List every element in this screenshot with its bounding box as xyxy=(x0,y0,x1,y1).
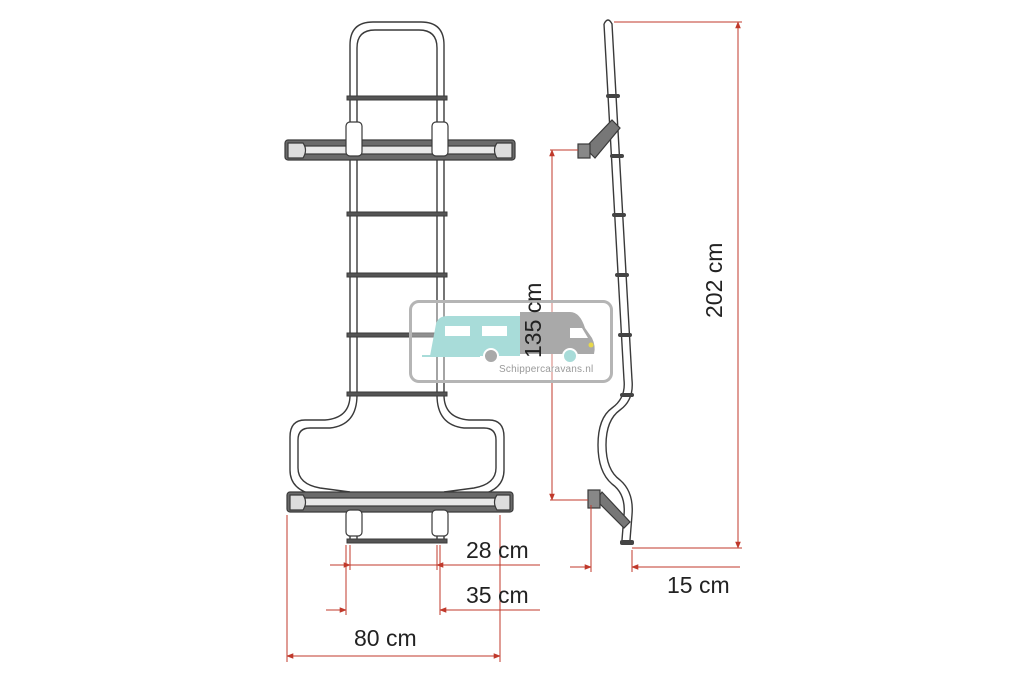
bottom-mounting-bracket xyxy=(286,491,514,537)
dim-label-28cm: 28 cm xyxy=(466,537,529,563)
dim-label-35cm: 35 cm xyxy=(466,582,529,608)
dimension-lines xyxy=(286,21,742,662)
top-mounting-bracket xyxy=(284,121,516,161)
side-lower-bracket xyxy=(587,489,631,529)
dim-label-15cm: 15 cm xyxy=(667,572,730,598)
side-upper-bracket xyxy=(577,119,621,159)
watermark-text: Schippercaravans.nl xyxy=(499,364,594,375)
side-view-rung-clamps xyxy=(606,94,634,545)
motorhome-icon xyxy=(422,312,595,364)
front-view-rungs xyxy=(346,95,448,544)
dim-label-135cm: 135 cm xyxy=(520,282,546,358)
side-view-ladder xyxy=(597,19,633,541)
dim-label-202cm: 202 cm xyxy=(701,242,727,318)
dim-label-80cm: 80 cm xyxy=(354,625,417,651)
